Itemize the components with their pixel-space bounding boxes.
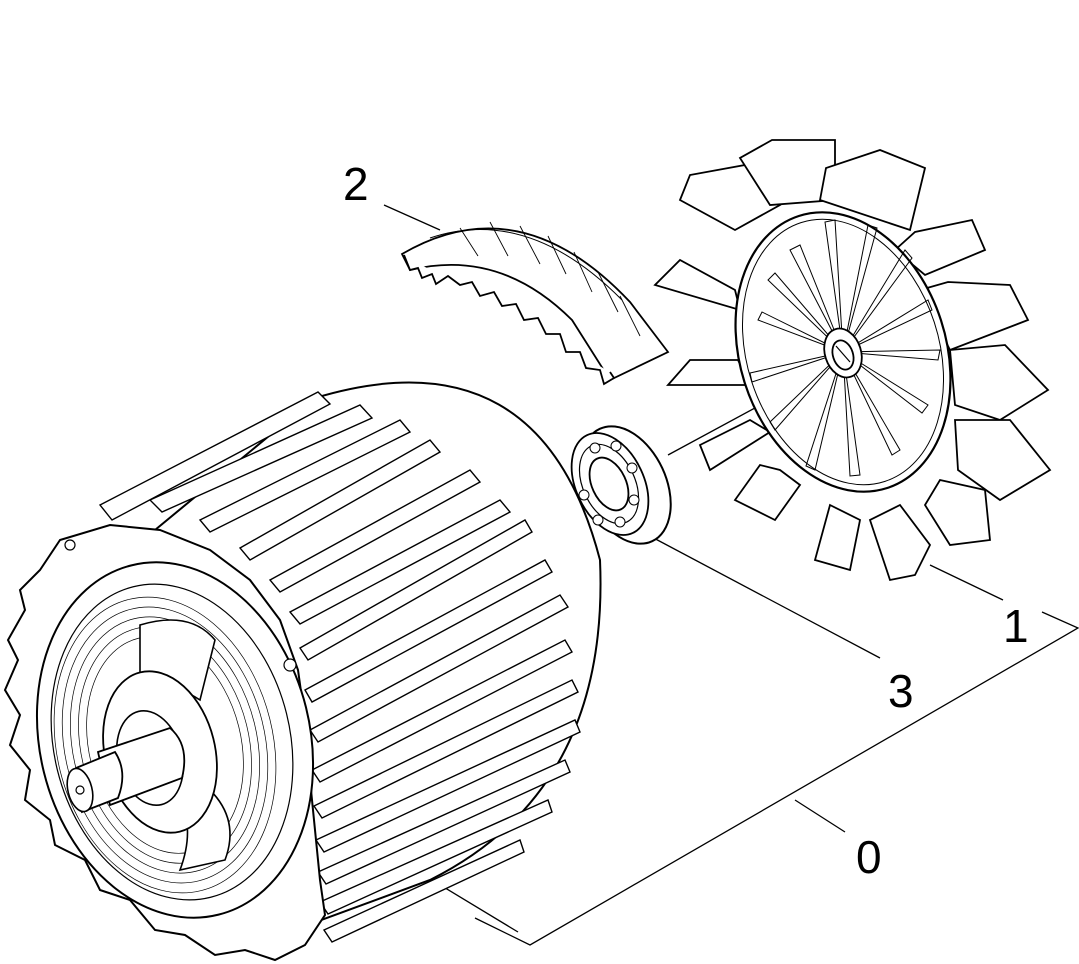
part-label-2: 2 xyxy=(343,158,369,210)
part-label-1: 1 xyxy=(1003,600,1029,652)
fan-ribs xyxy=(749,219,941,477)
fan-blades xyxy=(653,139,1052,582)
leader-line-1 xyxy=(929,564,1004,601)
leader-line-3 xyxy=(647,534,881,659)
part-label-3: 3 xyxy=(888,665,914,717)
fan xyxy=(653,139,1052,582)
leader-line-2 xyxy=(383,204,441,231)
carbon-brush-holder xyxy=(400,221,670,386)
cooling-fins xyxy=(98,391,581,943)
part-label-0: 0 xyxy=(856,831,882,883)
ball-bearing xyxy=(570,425,672,545)
leader-line-0 xyxy=(794,799,846,833)
assembly-bracket xyxy=(474,611,1079,946)
motor-assembly xyxy=(3,381,602,962)
